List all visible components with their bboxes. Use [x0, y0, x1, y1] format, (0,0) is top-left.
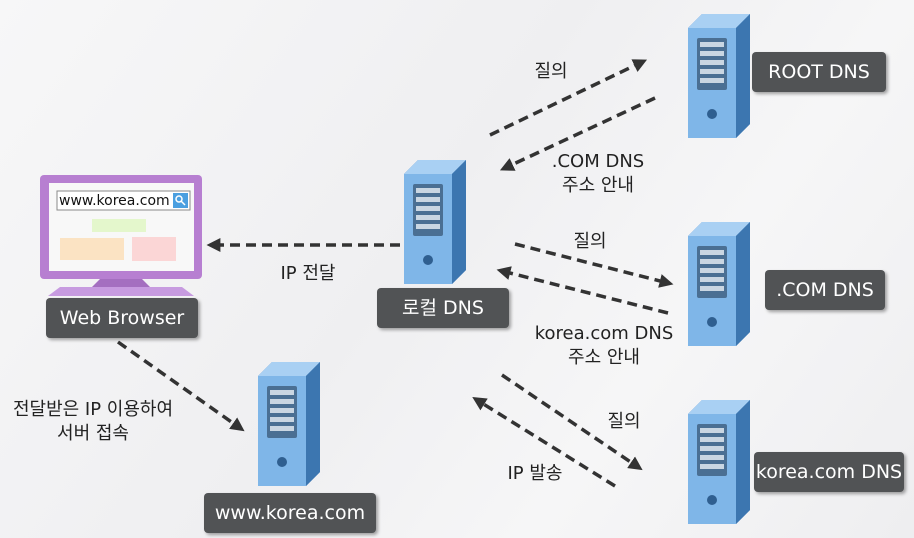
root-dns-tag: ROOT DNS	[752, 52, 886, 92]
arrow-query-com	[514, 242, 674, 288]
com-reply-line1: korea.com DNS	[534, 323, 674, 344]
local-dns-server-icon	[404, 160, 466, 284]
browser-address-text: www.korea.com	[59, 193, 170, 209]
arrow-query-korea	[501, 373, 643, 471]
com-dns-tag: .COM DNS	[765, 270, 885, 310]
query-com-label: 질의	[573, 231, 607, 252]
root-reply-label: .COM DNS 주소 안내	[536, 150, 660, 198]
korea-dns-server-icon	[688, 400, 750, 524]
com-reply-line2: 주소 안내	[568, 347, 640, 368]
local-dns-tag: 로컬 DNS	[377, 288, 509, 328]
arrow-query-root	[489, 59, 648, 137]
ip-send-label: IP 발송	[507, 463, 563, 484]
web-server-tag: www.korea.com	[204, 493, 376, 533]
monitor-icon	[40, 175, 202, 296]
ip-deliver-label: IP 전달	[280, 263, 336, 284]
server-access-line1: 전달받은 IP 이용하여	[12, 399, 174, 420]
arrow-root-reply	[499, 96, 656, 171]
server-access-line2: 서버 접속	[57, 423, 129, 444]
com-reply-label: korea.com DNS 주소 안내	[524, 322, 684, 370]
arrow-com-reply	[496, 266, 669, 315]
web-server-icon	[258, 362, 320, 486]
web-browser-tag: Web Browser	[46, 298, 198, 338]
query-korea-label: 질의	[607, 411, 641, 432]
arrow-server-access	[116, 340, 245, 432]
korea-dns-tag: korea.com DNS	[754, 452, 904, 492]
com-dns-server-icon	[688, 222, 750, 346]
query-root-label: 질의	[534, 61, 568, 82]
root-reply-line2: 주소 안내	[562, 175, 634, 196]
root-reply-line1: .COM DNS	[551, 151, 645, 172]
root-dns-server-icon	[688, 14, 750, 138]
server-access-label: 전달받은 IP 이용하여 서버 접속	[2, 398, 184, 446]
arrow-ip-send	[472, 397, 616, 488]
